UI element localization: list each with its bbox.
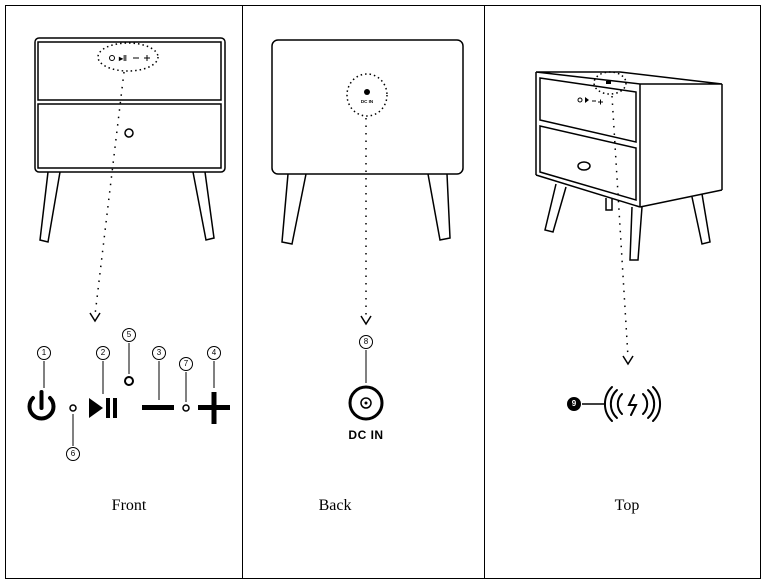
callout-9: 9 xyxy=(567,397,581,411)
caption-top: Top xyxy=(614,497,640,514)
front-control-mini: ▸‖ xyxy=(97,42,159,72)
top-arrow-head xyxy=(622,355,634,366)
back-dcin-mini: DC IN xyxy=(346,73,388,117)
panel-divider-left xyxy=(242,5,243,579)
top-wireless-mini xyxy=(593,71,627,95)
minus-icon xyxy=(142,405,174,410)
caption-front: Front xyxy=(111,497,147,514)
callout-4: 4 xyxy=(207,346,221,360)
callout-8: 8 xyxy=(359,335,373,349)
back-nightstand xyxy=(271,39,464,245)
svg-text:DC IN: DC IN xyxy=(361,99,373,104)
front-arrow-head xyxy=(89,312,101,323)
back-arrow-head xyxy=(360,315,372,326)
play-pause-icon xyxy=(89,398,117,418)
dc-in-label: DC IN xyxy=(348,428,384,442)
led-indicator-7 xyxy=(182,404,190,412)
plus-icon xyxy=(198,392,230,424)
callout-6: 6 xyxy=(66,447,80,461)
mic-hole-icon xyxy=(124,376,134,386)
diagram-frame xyxy=(5,5,761,579)
svg-text:▸‖: ▸‖ xyxy=(118,54,127,63)
callout-3: 3 xyxy=(152,346,166,360)
callout-1: 1 xyxy=(37,346,51,360)
power-icon xyxy=(27,390,56,421)
callout-5: 5 xyxy=(122,328,136,342)
front-nightstand xyxy=(34,37,226,243)
wireless-charging-icon xyxy=(603,386,662,422)
front-leader-line xyxy=(94,71,125,316)
panel-divider-right xyxy=(484,5,485,579)
top-leader-line xyxy=(611,95,629,358)
callout-2: 2 xyxy=(96,346,110,360)
front-callout-lines xyxy=(43,343,215,446)
dc-in-port-icon xyxy=(348,385,384,421)
caption-back: Back xyxy=(318,497,352,514)
led-indicator-6 xyxy=(69,404,77,412)
top-drawer-mini-controls xyxy=(577,97,603,105)
top-nightstand xyxy=(535,71,723,261)
callout-7: 7 xyxy=(179,357,193,371)
